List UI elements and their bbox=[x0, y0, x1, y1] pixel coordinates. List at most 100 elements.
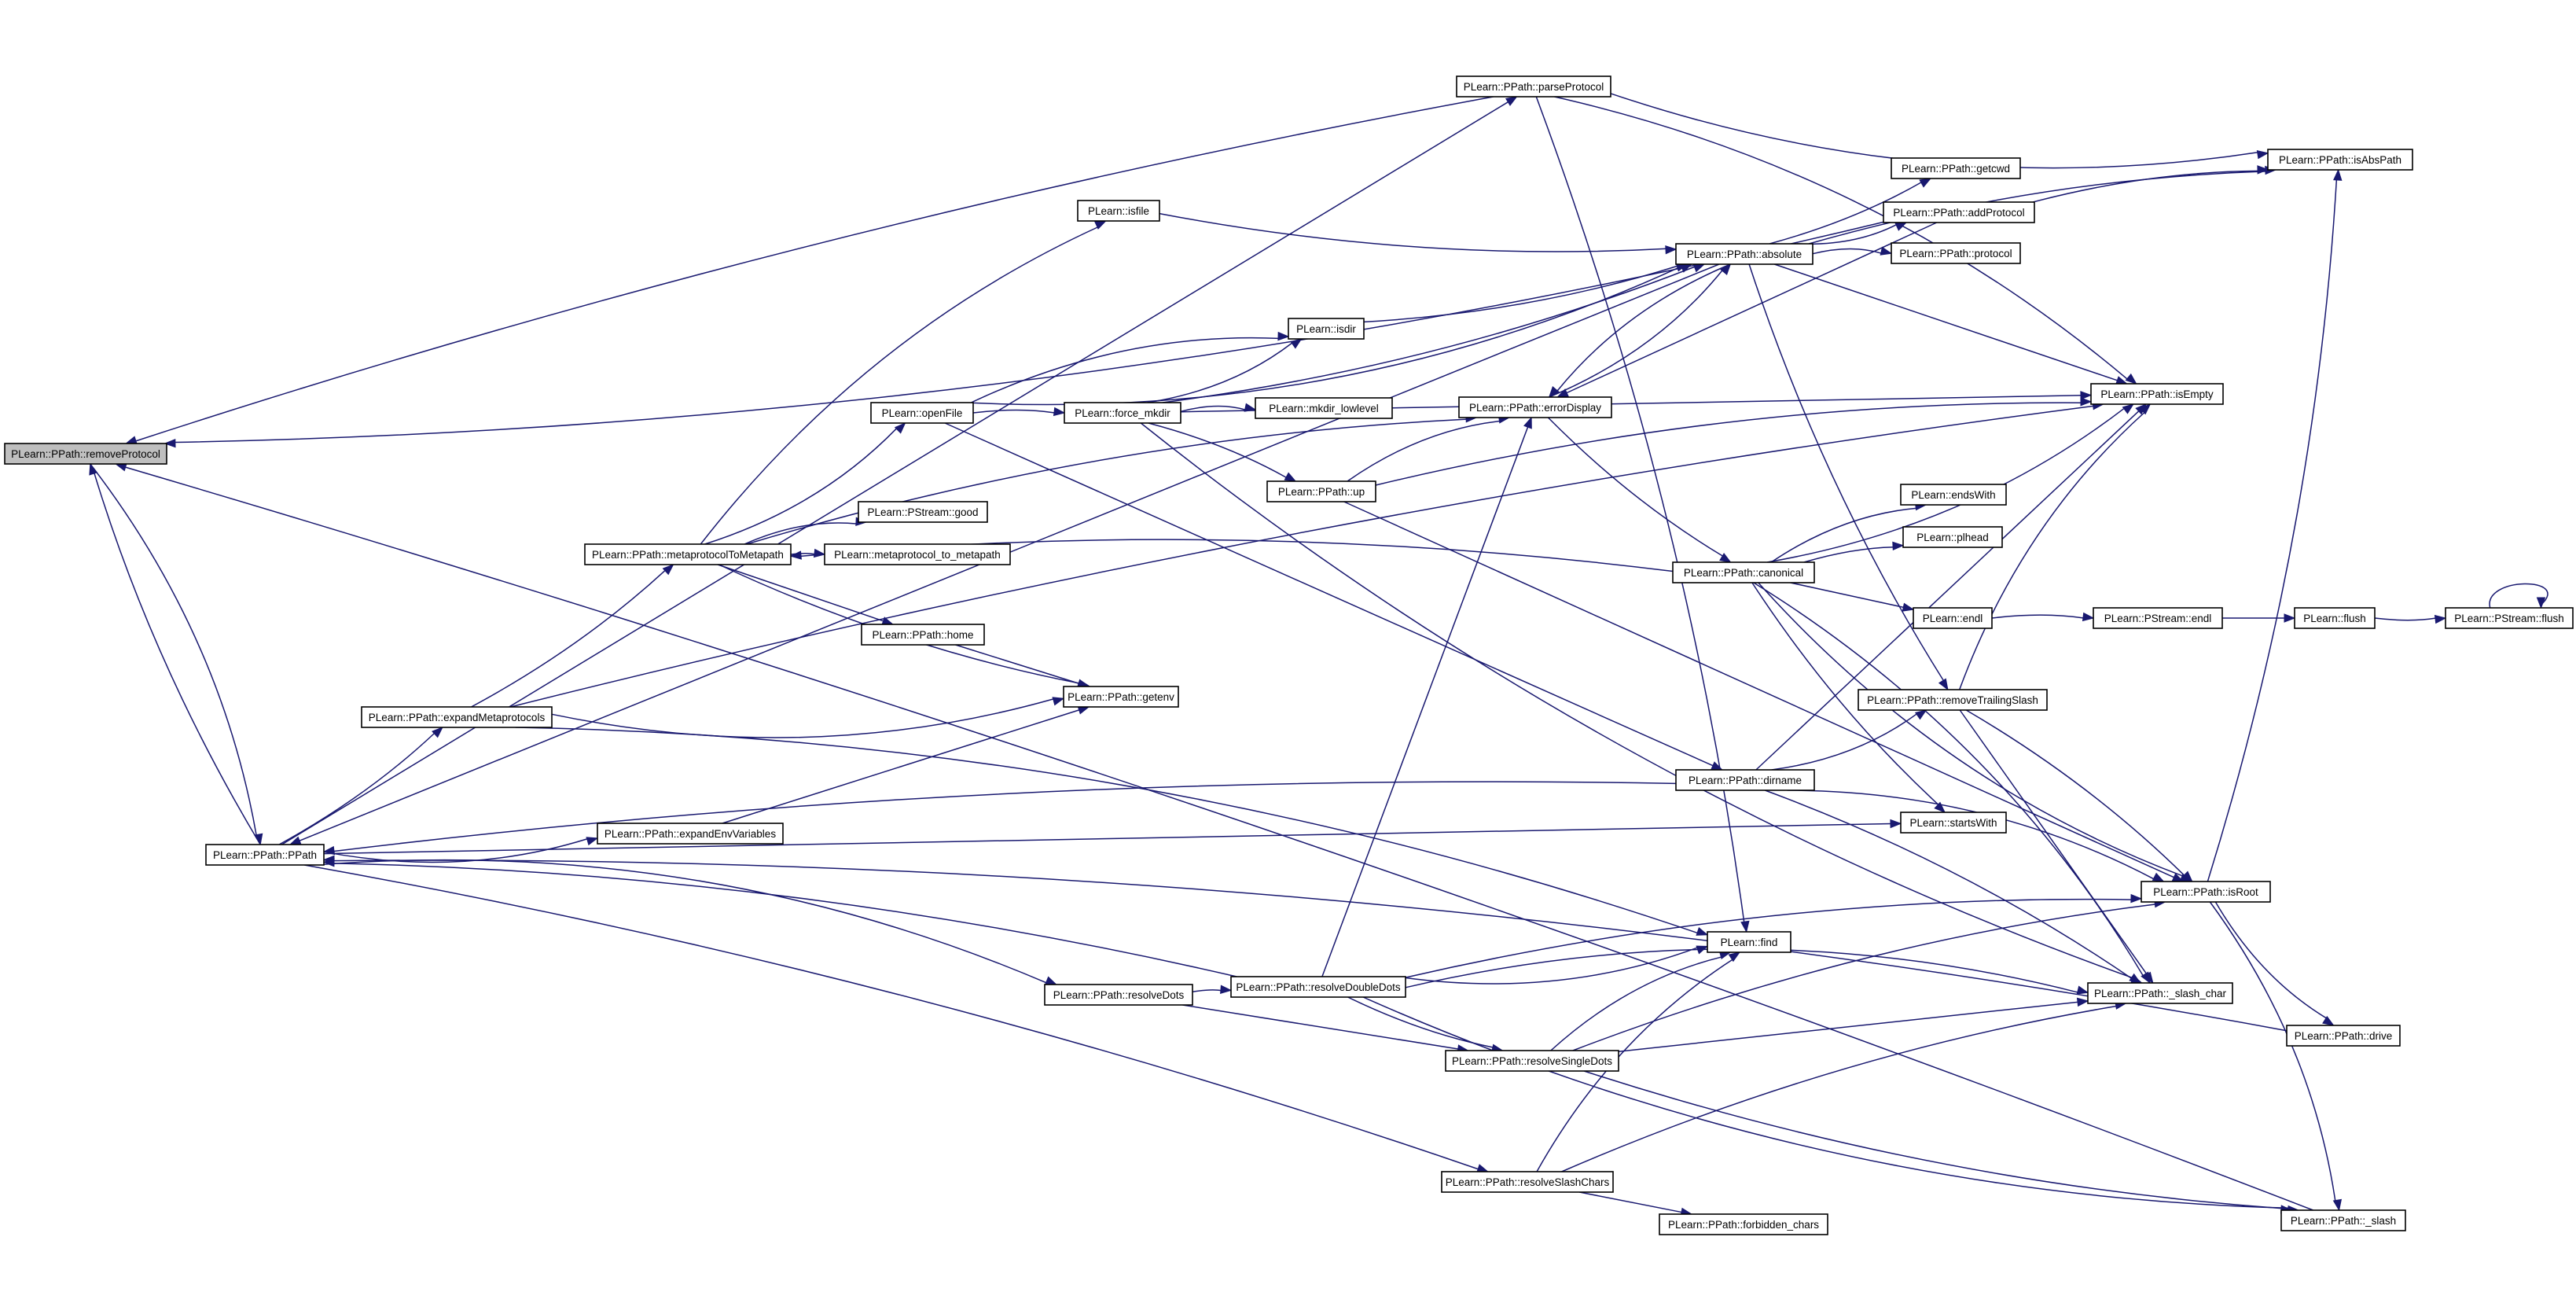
edge-line bbox=[323, 859, 1048, 984]
node-isRoot[interactable]: PLearn::PPath::isRoot bbox=[2141, 881, 2271, 903]
node-PPath[interactable]: PLearn::PPath::PPath bbox=[205, 844, 325, 866]
edge-errorDisplay-to-absolute bbox=[1549, 263, 1732, 398]
node-protocol[interactable]: PLearn::PPath::protocol bbox=[1891, 242, 2021, 264]
node-PStream_flush[interactable]: PLearn::PStream::flush bbox=[2445, 607, 2574, 629]
edge-expandMetaprotocols-to-metaprotocolToMetapath bbox=[471, 564, 674, 708]
edge-dirname-to-removeTrailingSlash bbox=[1771, 709, 1927, 771]
node-isEmpty[interactable]: PLearn::PPath::isEmpty bbox=[2090, 383, 2224, 405]
edge-line bbox=[2489, 583, 2548, 609]
edge-arrowhead bbox=[1476, 1164, 1490, 1173]
node-box bbox=[2090, 383, 2224, 405]
edge-arrowhead bbox=[2536, 597, 2546, 609]
node-box bbox=[2141, 881, 2271, 903]
edge-line bbox=[944, 422, 1714, 767]
edge-arrowhead bbox=[1220, 985, 1233, 994]
node-expandEnvVariables[interactable]: PLearn::PPath::expandEnvVariables bbox=[597, 823, 784, 845]
node-forbidden_chars[interactable]: PLearn::PPath::forbidden_chars bbox=[1659, 1213, 1828, 1235]
edge-absolute-to-protocol bbox=[1812, 246, 1893, 256]
node-PStream_endl[interactable]: PLearn::PStream::endl bbox=[2093, 607, 2223, 629]
node-resolveDoubleDots[interactable]: PLearn::PPath::resolveDoubleDots bbox=[1230, 976, 1406, 998]
node-box bbox=[861, 624, 985, 646]
node-parseProtocol[interactable]: PLearn::PPath::parseProtocol bbox=[1456, 75, 1611, 98]
node-openFile[interactable]: PLearn::openFile bbox=[870, 402, 974, 424]
edge-arrowhead bbox=[254, 833, 263, 846]
edge-arrowhead bbox=[1938, 678, 1949, 691]
edge-absolute-to-isEmpty bbox=[1774, 263, 2129, 385]
edge-arrowhead bbox=[894, 422, 906, 434]
node-find[interactable]: PLearn::find bbox=[1707, 931, 1791, 953]
node-dirname[interactable]: PLearn::PPath::dirname bbox=[1675, 769, 1815, 791]
edge-arrowhead bbox=[2129, 973, 2141, 984]
edge-arrowhead bbox=[2082, 612, 2095, 622]
node-resolveSingleDots[interactable]: PLearn::PPath::resolveSingleDots bbox=[1445, 1050, 1619, 1072]
node-isAbsPath[interactable]: PLearn::PPath::isAbsPath bbox=[2267, 149, 2413, 171]
edge-resolveSlashChars-to-find bbox=[1536, 951, 1741, 1172]
node-label: PLearn::PPath::forbidden_chars bbox=[1668, 1219, 1819, 1231]
node-flush[interactable]: PLearn::flush bbox=[2294, 607, 2376, 629]
edge-arrowhead bbox=[586, 837, 599, 846]
node-force_mkdir[interactable]: PLearn::force_mkdir bbox=[1064, 402, 1181, 424]
node-box bbox=[1441, 1171, 1614, 1193]
node-metaprotocolToMetapath[interactable]: PLearn::PPath::metaprotocolToMetapath bbox=[584, 543, 792, 565]
edge-line bbox=[1965, 709, 2185, 877]
edge-arrowhead bbox=[2143, 971, 2154, 985]
edge-resolveSlashChars-to-forbidden_chars bbox=[1579, 1191, 1693, 1217]
edge-line bbox=[1405, 947, 1699, 985]
node-isfile[interactable]: PLearn::isfile bbox=[1077, 200, 1160, 222]
edge-line bbox=[1803, 546, 1894, 563]
node-up[interactable]: PLearn::PPath::up bbox=[1266, 480, 1376, 502]
node-endl[interactable]: PLearn::endl bbox=[1913, 607, 1993, 629]
node-slash_char[interactable]: PLearn::PPath::_slash_char bbox=[2087, 982, 2233, 1004]
node-canonical[interactable]: PLearn::PPath::canonical bbox=[1672, 561, 1815, 583]
node-box bbox=[2445, 607, 2574, 629]
edge-line bbox=[333, 863, 1237, 977]
node-box bbox=[1266, 480, 1376, 502]
edge-line bbox=[2207, 179, 2338, 882]
node-startsWith[interactable]: PLearn::startsWith bbox=[1900, 812, 2007, 834]
edge-drive-to-PPath bbox=[322, 855, 2288, 1032]
node-label: PLearn::PPath::getenv bbox=[1068, 691, 1174, 703]
node-isdir[interactable]: PLearn::isdir bbox=[1288, 318, 1365, 340]
node-endsWith[interactable]: PLearn::endsWith bbox=[1900, 484, 2007, 506]
edge-PPath-to-resolveDots bbox=[323, 859, 1057, 985]
edge-metaprotocolToMetapath-to-openFile bbox=[704, 422, 906, 545]
node-plhead[interactable]: PLearn::plhead bbox=[1902, 526, 2003, 548]
nodes-layer: PLearn::PPath::removeProtocolPLearn::PPa… bbox=[4, 75, 2574, 1235]
node-absolute[interactable]: PLearn::PPath::absolute bbox=[1675, 243, 1813, 265]
node-box bbox=[2093, 607, 2223, 629]
node-expandMetaprotocols[interactable]: PLearn::PPath::expandMetaprotocols bbox=[361, 706, 553, 728]
edge-line bbox=[700, 226, 1099, 545]
node-metaprotocol_to_metapath[interactable]: PLearn::metaprotocol_to_metapath bbox=[824, 543, 1011, 565]
node-resolveDots[interactable]: PLearn::PPath::resolveDots bbox=[1044, 984, 1193, 1006]
edge-line bbox=[722, 709, 1080, 824]
node-label: PLearn::PPath::isAbsPath bbox=[2279, 154, 2401, 166]
edge-line bbox=[1572, 904, 2156, 1051]
edge-line bbox=[1192, 989, 1222, 993]
node-label: PLearn::PStream::endl bbox=[2104, 613, 2212, 624]
node-mkdir_lowlevel[interactable]: PLearn::mkdir_lowlevel bbox=[1255, 397, 1393, 419]
node-errorDisplay[interactable]: PLearn::PPath::errorDisplay bbox=[1458, 396, 1612, 418]
node-label: PLearn::PPath::resolveSlashChars bbox=[1446, 1176, 1610, 1188]
node-removeTrailingSlash[interactable]: PLearn::PPath::removeTrailingSlash bbox=[1858, 689, 2048, 711]
node-label: PLearn::PPath::drive bbox=[2295, 1030, 2393, 1042]
edge-arrowhead bbox=[164, 438, 176, 448]
edge-line bbox=[1159, 212, 1667, 252]
edge-line bbox=[1765, 790, 2133, 980]
node-removeProtocol[interactable]: PLearn::PPath::removeProtocol bbox=[4, 443, 167, 465]
node-box bbox=[205, 844, 325, 866]
edge-arrowhead bbox=[2125, 373, 2137, 385]
node-PStream_good[interactable]: PLearn::PStream::good bbox=[858, 501, 988, 523]
edge-line bbox=[1180, 405, 1247, 413]
edge-line bbox=[1535, 96, 1745, 923]
node-resolveSlashChars[interactable]: PLearn::PPath::resolveSlashChars bbox=[1441, 1171, 1614, 1193]
edge-line bbox=[1363, 265, 1678, 323]
node-slash[interactable]: PLearn::PPath::_slash bbox=[2280, 1209, 2406, 1231]
edge-arrowhead bbox=[1665, 245, 1678, 255]
node-home[interactable]: PLearn::PPath::home bbox=[861, 624, 985, 646]
node-getenv[interactable]: PLearn::PPath::getenv bbox=[1063, 686, 1179, 708]
edge-addProtocol-to-removeProtocol bbox=[164, 221, 1884, 448]
edge-line bbox=[744, 522, 858, 545]
node-getcwd[interactable]: PLearn::PPath::getcwd bbox=[1891, 157, 2021, 179]
node-addProtocol[interactable]: PLearn::PPath::addProtocol bbox=[1883, 201, 2035, 223]
node-drive[interactable]: PLearn::PPath::drive bbox=[2286, 1025, 2401, 1047]
